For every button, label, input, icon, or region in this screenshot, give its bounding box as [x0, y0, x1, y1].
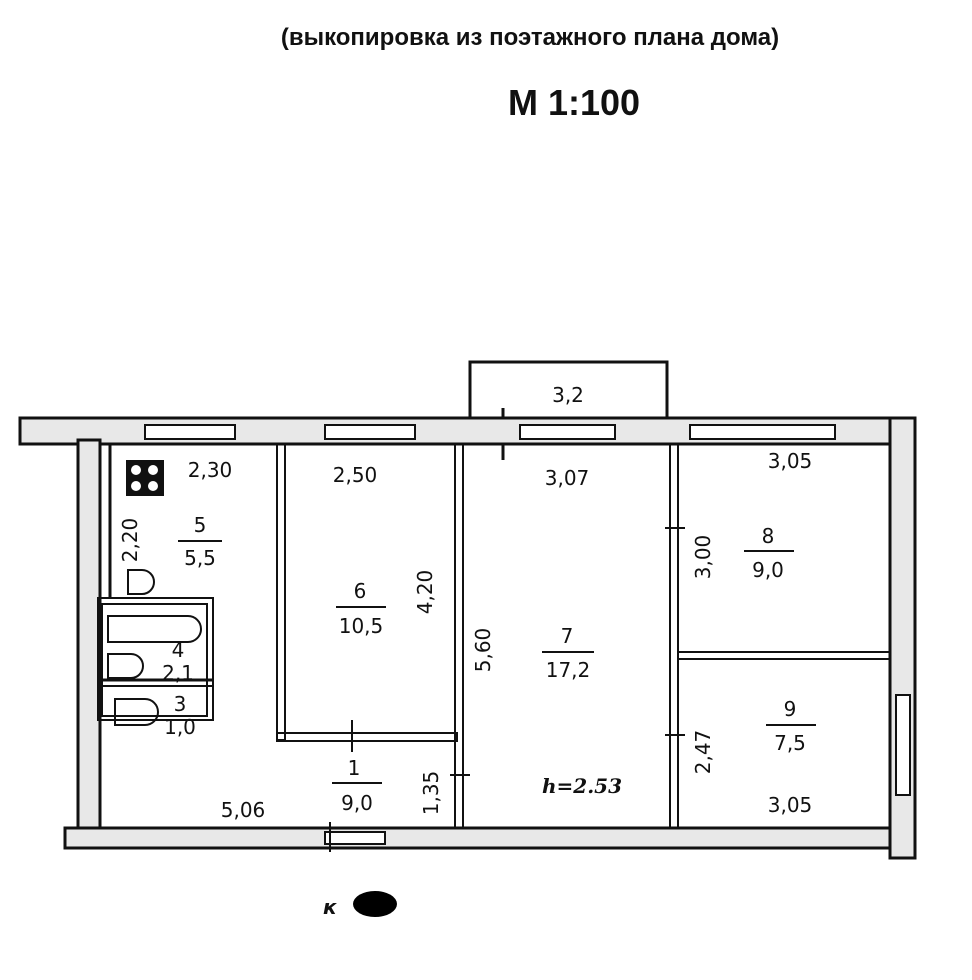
- dim-hall-depth: 1,35: [419, 771, 443, 816]
- svg-text:5,5: 5,5: [184, 546, 216, 570]
- dim-hall-length: 5,06: [221, 798, 266, 822]
- room-9-label: 9 7,5: [766, 697, 816, 755]
- room-5-label: 5 5,5: [178, 513, 222, 570]
- dim-room7-depth: 5,60: [471, 628, 495, 673]
- room-3-label: 3 1,0: [164, 692, 196, 739]
- sink-icon: [127, 569, 155, 595]
- svg-text:7,5: 7,5: [774, 731, 806, 755]
- dim-balcony: 3,2: [552, 383, 584, 407]
- dim-room8-width: 3,05: [768, 449, 813, 473]
- plan-scale: М 1:100: [507, 82, 641, 123]
- room-4-label: 4 2,1: [162, 638, 194, 685]
- dim-room9-width: 3,05: [768, 793, 813, 817]
- dim-kitchen-width: 2,30: [188, 458, 233, 482]
- bathtub-icon: [107, 615, 202, 643]
- room-8-label: 8 9,0: [744, 524, 794, 582]
- toilet-icon: [114, 698, 159, 726]
- svg-text:17,2: 17,2: [546, 658, 591, 682]
- room-1-label: 1 9,0: [332, 756, 382, 815]
- windows: [144, 424, 911, 845]
- svg-text:1,0: 1,0: [164, 715, 196, 739]
- ceiling-height: h=2.53: [542, 774, 622, 798]
- dim-room9-depth: 2,47: [691, 730, 715, 775]
- interior-walls: [97, 443, 891, 852]
- outer-wall-bottom: [63, 826, 912, 850]
- bottom-label: к: [323, 895, 337, 919]
- dim-room6-width: 2,50: [333, 463, 378, 487]
- dim-room7-width: 3,07: [545, 466, 590, 490]
- svg-text:7: 7: [561, 624, 574, 648]
- svg-text:9,0: 9,0: [341, 791, 373, 815]
- svg-text:2,1: 2,1: [162, 661, 194, 685]
- svg-text:9,0: 9,0: [752, 558, 784, 582]
- dim-room6-depth: 4,20: [413, 570, 437, 615]
- room-6-label: 6 10,5: [336, 579, 386, 638]
- svg-text:10,5: 10,5: [339, 614, 384, 638]
- svg-text:5: 5: [194, 513, 207, 537]
- plan-subtitle: (выкопировка из поэтажного плана дома): [280, 24, 780, 51]
- svg-text:8: 8: [762, 524, 775, 548]
- washbasin-icon: [107, 653, 144, 679]
- svg-text:1: 1: [348, 756, 361, 780]
- dim-kitchen-depth: 2,20: [118, 518, 142, 563]
- outer-wall-left: [76, 438, 102, 832]
- room-7-label: 7 17,2: [542, 624, 594, 682]
- svg-text:3: 3: [174, 692, 187, 716]
- svg-text:9: 9: [784, 697, 797, 721]
- svg-text:6: 6: [354, 579, 367, 603]
- redaction-blot: [353, 891, 397, 917]
- stove-icon: [126, 460, 164, 496]
- svg-text:4: 4: [172, 638, 185, 662]
- dim-room8-depth: 3,00: [691, 535, 715, 580]
